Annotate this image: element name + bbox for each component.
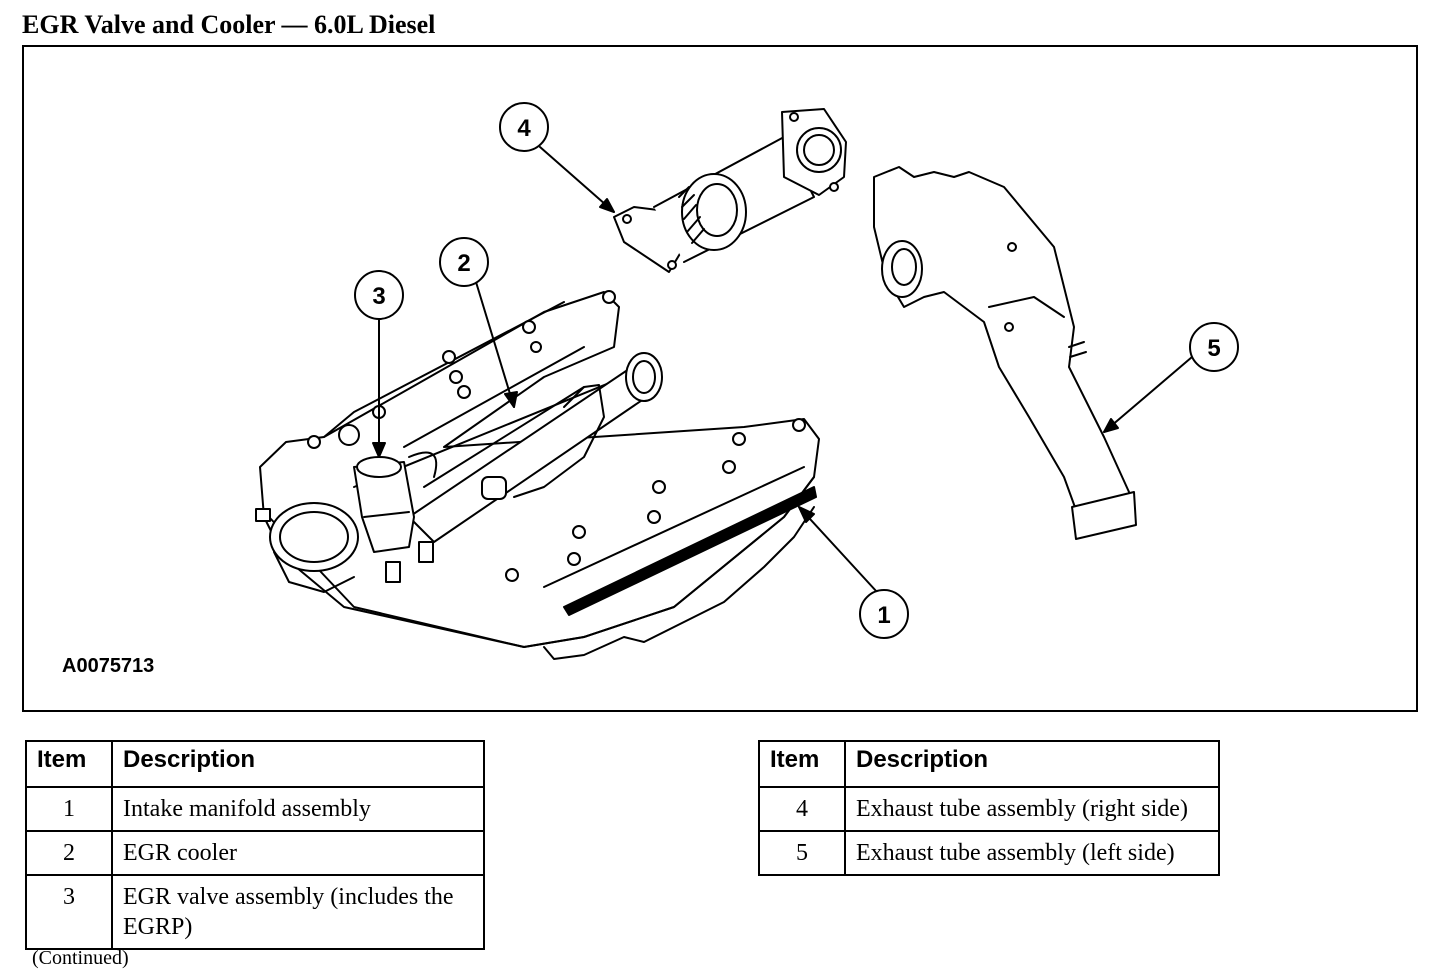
item-number: 4 bbox=[758, 786, 846, 832]
callout-2 bbox=[439, 237, 489, 287]
table-header-row: Item Description bbox=[758, 740, 1220, 788]
callout-5 bbox=[1189, 322, 1239, 372]
callouts bbox=[354, 102, 1239, 639]
egr-cooler-drawing bbox=[408, 352, 663, 543]
intake-manifold-drawing bbox=[255, 290, 820, 660]
callout-1 bbox=[859, 589, 909, 639]
egr-diagram: 1 2 3 4 5 bbox=[255, 102, 1239, 660]
exhaust-tube-left-drawing bbox=[873, 166, 1137, 540]
callout-label-2: 2 bbox=[457, 250, 470, 277]
table-row: 2 EGR cooler bbox=[25, 830, 485, 876]
header-description: Description bbox=[844, 740, 1220, 788]
table-row: 3 EGR valve assembly (includes the EGRP) bbox=[25, 874, 485, 950]
exhaust-tube-right-drawing bbox=[613, 108, 847, 273]
leader-lines bbox=[372, 146, 1193, 593]
item-number: 3 bbox=[25, 874, 113, 950]
item-description: Exhaust tube assembly (right side) bbox=[844, 786, 1220, 832]
table-row: 5 Exhaust tube assembly (left side) bbox=[758, 830, 1220, 876]
table-row: 1 Intake manifold assembly bbox=[25, 786, 485, 832]
items-table-right: Item Description 4 Exhaust tube assembly… bbox=[758, 740, 1220, 876]
callout-label-5: 5 bbox=[1207, 335, 1220, 362]
item-number: 1 bbox=[25, 786, 113, 832]
continued-note: (Continued) bbox=[32, 947, 129, 969]
egr-valve-drawing bbox=[353, 451, 438, 583]
callout-3 bbox=[354, 270, 404, 320]
callout-4 bbox=[499, 102, 549, 152]
callout-label-3: 3 bbox=[372, 283, 385, 310]
callout-label-1: 1 bbox=[877, 602, 890, 629]
items-table-left: Item Description 1 Intake manifold assem… bbox=[25, 740, 485, 950]
exploded-view-figure: 1 2 3 4 5 A0075713 bbox=[22, 45, 1418, 712]
header-item: Item bbox=[758, 740, 846, 788]
table-header-row: Item Description bbox=[25, 740, 485, 788]
header-item: Item bbox=[25, 740, 113, 788]
item-description: EGR cooler bbox=[111, 830, 485, 876]
item-description: Intake manifold assembly bbox=[111, 786, 485, 832]
page-title: EGR Valve and Cooler — 6.0L Diesel bbox=[22, 10, 436, 39]
figure-id: A0075713 bbox=[62, 655, 155, 677]
callout-label-4: 4 bbox=[517, 115, 531, 142]
item-description: Exhaust tube assembly (left side) bbox=[844, 830, 1220, 876]
item-description: EGR valve assembly (includes the EGRP) bbox=[111, 874, 485, 950]
table-row: 4 Exhaust tube assembly (right side) bbox=[758, 786, 1220, 832]
item-number: 2 bbox=[25, 830, 113, 876]
header-description: Description bbox=[111, 740, 485, 788]
item-number: 5 bbox=[758, 830, 846, 876]
